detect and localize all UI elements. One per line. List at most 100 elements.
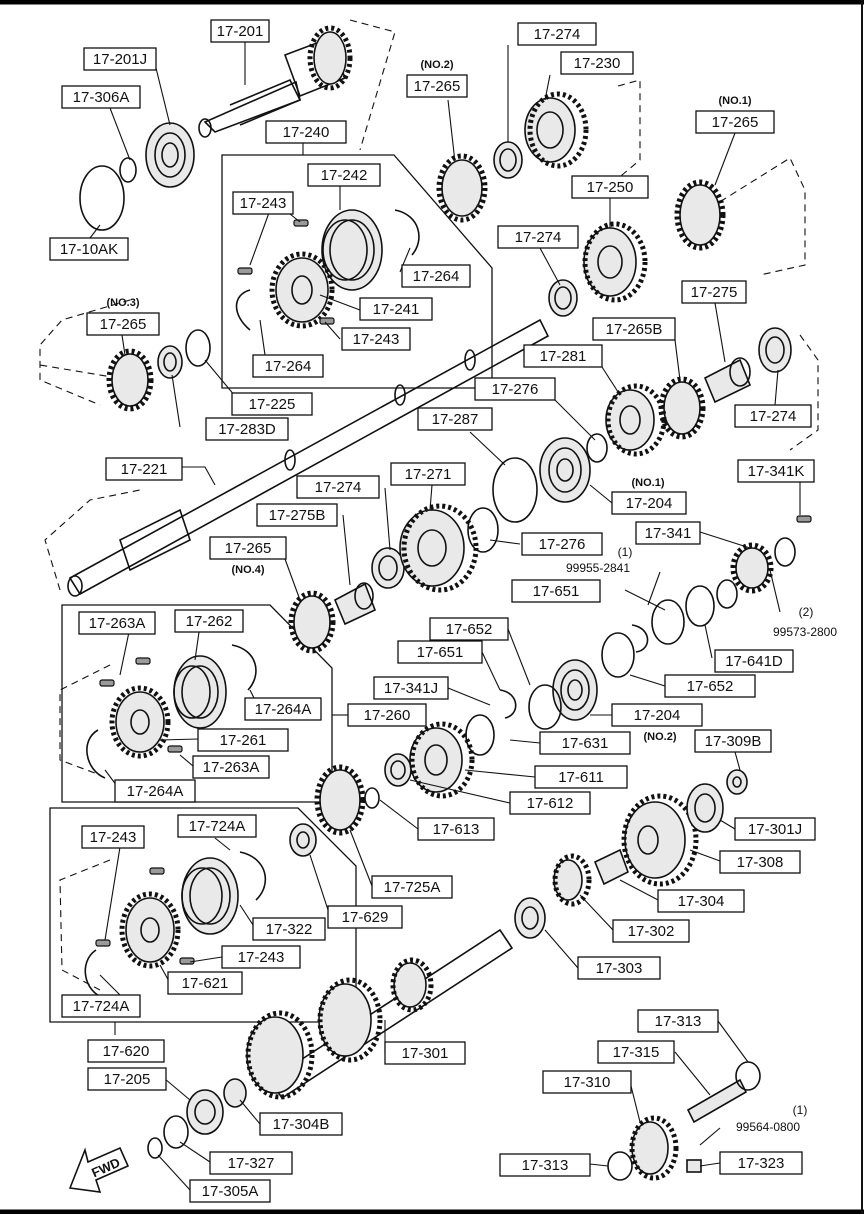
label-17-323: 17-323 <box>719 1151 803 1175</box>
label-17-205: 17-205 <box>87 1067 167 1091</box>
note-no1: (NO.1) <box>632 477 665 489</box>
label-17-303: 17-303 <box>577 956 661 980</box>
label-17-612-text: 17-612 <box>527 795 574 812</box>
label-17-301: 17-301 <box>384 1041 466 1065</box>
note-qty-2: (2) <box>799 605 814 619</box>
label-17-263a-text: 17-263A <box>89 615 146 632</box>
label-17-204-text: 17-204 <box>634 707 681 724</box>
snap-ring <box>685 585 715 627</box>
label-17-283d: 17-283D <box>205 417 289 441</box>
label-17-303-text: 17-303 <box>596 960 643 977</box>
label-17-287-text: 17-287 <box>432 411 479 428</box>
label-17-652: 17-652 <box>664 674 756 698</box>
bearing <box>539 437 591 503</box>
label-17-201j: 17-201J <box>83 47 157 71</box>
synchronizer-ring <box>106 348 154 412</box>
synchronizer-ring <box>674 179 726 251</box>
note-part-99573-2800: 99573-2800 <box>773 625 837 639</box>
label-17-10ak-text: 17-10AK <box>60 241 118 258</box>
label-17-313-text: 17-313 <box>655 1013 702 1030</box>
label-17-276: 17-276 <box>521 532 603 556</box>
label-17-275b-text: 17-275B <box>269 507 326 524</box>
label-17-313: 17-313 <box>499 1153 591 1177</box>
label-17-201: 17-201 <box>210 19 270 43</box>
label-17-283d-text: 17-283D <box>218 421 276 438</box>
label-17-243-text: 17-243 <box>353 331 400 348</box>
label-17-315: 17-315 <box>597 1040 675 1064</box>
note-no4: (NO.4) <box>232 564 265 576</box>
label-17-304-text: 17-304 <box>678 893 725 910</box>
needle-bearing <box>548 279 578 317</box>
label-17-275: 17-275 <box>681 280 747 304</box>
label-17-264a: 17-264A <box>244 697 322 721</box>
label-17-302: 17-302 <box>612 919 690 943</box>
dashed-line <box>59 859 111 991</box>
label-17-265-text: 17-265 <box>414 78 461 95</box>
label-17-322: 17-322 <box>252 917 326 941</box>
label-17-613: 17-613 <box>417 817 495 841</box>
label-17-243-text: 17-243 <box>240 195 287 212</box>
snap-ring <box>651 599 685 645</box>
label-17-274-text: 17-274 <box>534 26 581 43</box>
label-17-250: 17-250 <box>571 175 649 199</box>
snap-ring <box>147 1137 163 1159</box>
label-17-264: 17-264 <box>252 354 324 378</box>
label-17-221: 17-221 <box>105 457 183 481</box>
bearing <box>552 659 598 721</box>
label-17-327: 17-327 <box>209 1151 293 1175</box>
label-17-305a-text: 17-305A <box>202 1183 259 1200</box>
collar <box>593 848 629 886</box>
needle-bearing <box>493 141 523 179</box>
label-17-621-text: 17-621 <box>182 975 229 992</box>
label-17-230: 17-230 <box>560 51 634 75</box>
label-17-302-text: 17-302 <box>628 923 675 940</box>
label-17-201j-text: 17-201J <box>93 51 147 68</box>
note-part-99955-2841: 99955-2841 <box>566 561 630 575</box>
label-17-201-text: 17-201 <box>217 23 264 40</box>
gear <box>409 721 475 799</box>
label-17-281: 17-281 <box>523 344 603 368</box>
synchronizer-ring <box>288 590 336 654</box>
reverse-idler-shaft <box>686 1078 748 1124</box>
synchronizer-hub-sleeve <box>86 644 257 779</box>
label-17-274: 17-274 <box>497 225 579 249</box>
label-17-310: 17-310 <box>542 1070 632 1094</box>
label-17-301j-text: 17-301J <box>748 821 802 838</box>
label-17-341j: 17-341J <box>373 676 449 700</box>
label-17-260: 17-260 <box>347 703 427 727</box>
label-17-264-text: 17-264 <box>265 358 312 375</box>
label-17-341: 17-341 <box>635 521 701 545</box>
label-17-652-text: 17-652 <box>687 678 734 695</box>
label-17-276: 17-276 <box>474 377 556 401</box>
label-17-264: 17-264 <box>401 264 471 288</box>
label-17-281-text: 17-281 <box>540 348 587 365</box>
label-17-641d-text: 17-641D <box>725 653 783 670</box>
snap-ring <box>185 329 211 367</box>
label-17-242: 17-242 <box>307 163 381 187</box>
collar <box>333 582 377 626</box>
label-17-241: 17-241 <box>359 297 433 321</box>
label-17-305a: 17-305A <box>189 1179 271 1203</box>
label-17-308-text: 17-308 <box>737 854 784 871</box>
label-17-611-text: 17-611 <box>558 769 604 786</box>
snap-ring <box>586 433 608 463</box>
label-17-341j-text: 17-341J <box>384 680 438 697</box>
note-no2: (NO.2) <box>644 731 677 743</box>
label-17-724a-text: 17-724A <box>189 818 246 835</box>
label-17-611: 17-611 <box>534 765 628 789</box>
label-17-341k-text: 17-341K <box>748 463 805 480</box>
gear <box>629 1115 679 1181</box>
label-17-641d: 17-641D <box>714 649 794 673</box>
spacer <box>726 769 748 795</box>
label-17-263a: 17-263A <box>192 755 270 779</box>
label-17-262-text: 17-262 <box>186 613 233 630</box>
label-17-240: 17-240 <box>265 120 347 144</box>
label-17-204: 17-204 <box>611 703 703 727</box>
dashed-line <box>44 489 141 591</box>
dashed-line <box>59 664 111 776</box>
group-17-240-outline <box>221 154 493 389</box>
note-no1: (NO.1) <box>719 95 752 107</box>
label-17-620: 17-620 <box>87 1039 165 1063</box>
thrust-washer <box>492 457 538 523</box>
label-17-315-text: 17-315 <box>613 1044 660 1061</box>
